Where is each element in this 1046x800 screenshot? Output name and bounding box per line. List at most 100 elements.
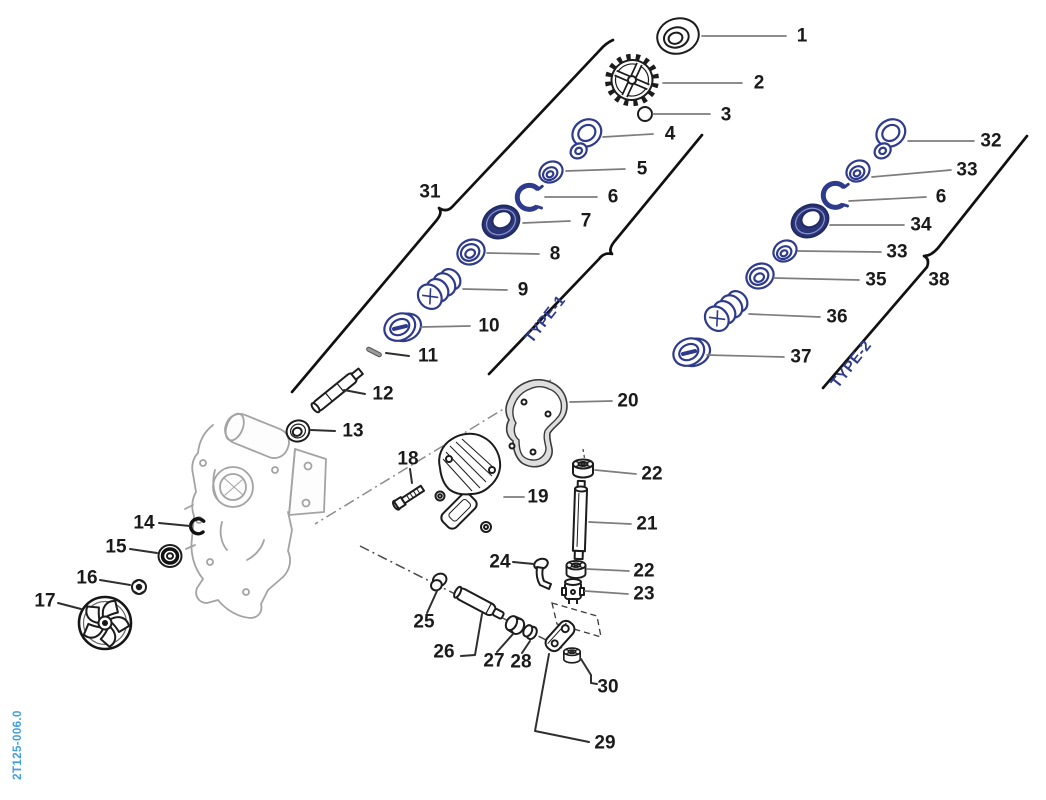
part-number-label: 33	[886, 242, 907, 263]
part-number-label: 20	[617, 391, 638, 412]
callout-37: 37	[706, 347, 812, 368]
part-4-bushing	[557, 112, 610, 163]
callout-3: 3	[652, 105, 732, 126]
callout-31: 31	[419, 182, 441, 203]
part-number-label: 5	[637, 159, 648, 180]
part-number-label: 9	[518, 280, 529, 301]
part-number-label: 31	[419, 182, 441, 203]
callout-26: 26	[433, 613, 483, 663]
callout-33: 33	[871, 160, 978, 181]
part-number-label: 3	[721, 105, 732, 126]
part-24-lever	[533, 557, 552, 590]
part-number-label: 34	[910, 215, 932, 236]
part-number-label: 19	[527, 487, 548, 508]
part-32-bushing	[861, 112, 914, 163]
callout-6: 6	[848, 187, 947, 208]
callout-2: 2	[662, 73, 764, 94]
part-number-label: 16	[76, 568, 97, 589]
callout-13: 13	[310, 421, 364, 442]
part-number-label: 28	[510, 652, 531, 673]
part-number-label: 13	[342, 421, 363, 442]
part-number-label: 38	[928, 270, 949, 291]
callout-16: 16	[76, 568, 131, 589]
part-37-cap	[669, 331, 715, 374]
part-number-label: 22	[633, 561, 654, 582]
part-3-ball	[637, 106, 653, 122]
part-number-label: 37	[790, 347, 811, 368]
part-number-label: 7	[581, 211, 592, 232]
callout-33: 33	[797, 242, 908, 263]
group-label-type-1: TYPE-1	[522, 292, 570, 346]
part-33-bearing-upper	[841, 155, 875, 187]
part-22-nut-upper	[572, 458, 594, 479]
group-label-type-2: TYPE-2	[828, 337, 876, 391]
part-number-label: 14	[133, 513, 155, 534]
callout-28: 28	[510, 640, 532, 673]
callout-19: 19	[503, 487, 549, 508]
callout-11: 11	[385, 346, 438, 367]
part-number-label: 27	[483, 651, 504, 672]
callout-6: 6	[544, 187, 618, 208]
part-18-bolt	[391, 484, 426, 511]
part-2-sprocket	[605, 53, 659, 107]
part-number-label: 30	[597, 677, 618, 698]
part-16-nut	[131, 579, 147, 595]
callout-1: 1	[701, 26, 808, 47]
part-30-nut	[562, 647, 582, 664]
part-number-label: 6	[936, 187, 947, 208]
callout-27: 27	[483, 633, 514, 672]
callout-12: 12	[343, 384, 394, 405]
callout-20: 20	[569, 391, 639, 412]
part-36-disc-stack	[698, 284, 754, 337]
callout-8: 8	[486, 244, 561, 265]
part-5-bearing	[534, 156, 568, 188]
part-number-label: 36	[826, 307, 847, 328]
part-10-cap	[380, 306, 426, 349]
part-6-circlip	[517, 185, 542, 209]
part-23-joint	[561, 578, 585, 604]
part-11-pin	[366, 346, 382, 358]
callout-5: 5	[565, 159, 648, 180]
callout-layer: 1234567891011121314151617181920212222232…	[34, 26, 1001, 754]
part-26-rod	[453, 585, 505, 620]
part-17-impeller	[77, 595, 133, 651]
callout-23: 23	[584, 584, 655, 605]
part-19-cover	[434, 432, 502, 533]
part-22-nut-lower	[565, 559, 587, 579]
bracket-31	[290, 38, 615, 394]
callout-36: 36	[748, 307, 848, 328]
part-number-label: 22	[641, 464, 662, 485]
callout-32: 32	[907, 131, 1002, 152]
part-1-bearing	[656, 17, 700, 55]
callout-22: 22	[586, 561, 655, 582]
part-number-label: 33	[956, 160, 977, 181]
callout-22: 22	[594, 464, 663, 485]
part-9-disc-stack	[411, 262, 467, 315]
callout-25: 25	[413, 590, 438, 633]
part-8-washer	[451, 233, 491, 271]
part-number-label: 8	[550, 244, 561, 265]
part-15-seal	[157, 544, 183, 568]
part-number-label: 23	[633, 584, 654, 605]
part-20-gasket	[505, 378, 568, 468]
drawing-code: 2T125-006.0	[12, 710, 24, 780]
part-27-bushing	[504, 615, 526, 636]
part-28-washer	[522, 624, 538, 641]
callout-14: 14	[133, 513, 191, 534]
crankcase-outline	[184, 412, 327, 619]
part-number-label: 29	[594, 733, 615, 754]
part-number-label: 24	[489, 552, 511, 573]
part-number-label: 25	[413, 612, 435, 633]
part-21-rod	[571, 479, 589, 561]
part-number-label: 10	[478, 316, 499, 337]
part-number-label: 26	[433, 642, 454, 663]
part-35-washer	[740, 257, 780, 295]
part-number-label: 32	[980, 131, 1001, 152]
bracket-type1	[487, 133, 704, 376]
part-12-shaft	[310, 367, 364, 414]
part-number-label: 21	[636, 514, 658, 535]
part-33-bearing-lower	[768, 235, 802, 267]
bracket-38-type2	[821, 134, 1029, 390]
callout-4: 4	[602, 124, 676, 145]
